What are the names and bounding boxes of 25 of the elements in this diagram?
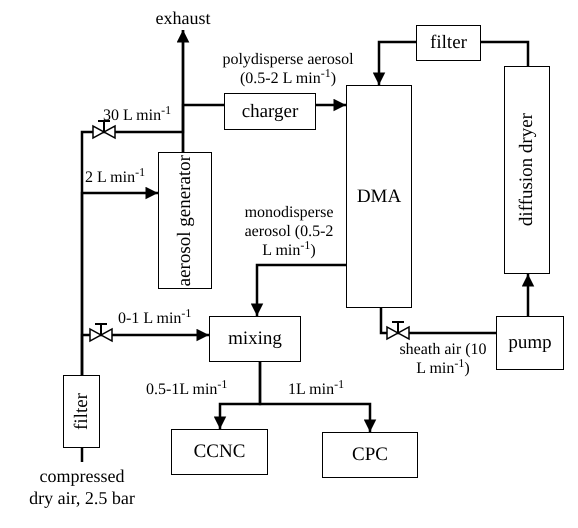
- process-box: diffusion dryer: [504, 66, 550, 274]
- edge-label: monodisperse aerosol (0.5-2 L min$^{-1}$): [244, 203, 334, 260]
- flow-arrow: [522, 274, 534, 316]
- process-box: CCNC: [171, 429, 268, 475]
- flow-arrow: [250, 264, 346, 316]
- edge-label: 2 L min$^{-1}$: [85, 168, 146, 187]
- edge-label: 0.5-1L min$^{-1}$: [146, 380, 228, 399]
- edge-label: polydisperse aerosol (0.5-2 L min$^{-1}$): [221, 50, 355, 88]
- inlet-label: compressed dry air, 2.5 bar: [27, 462, 137, 512]
- process-box: mixing: [209, 316, 301, 362]
- edge-label: 1L min$^{-1}$: [288, 380, 346, 399]
- process-box: filter: [416, 25, 481, 61]
- process-box: charger: [224, 93, 316, 130]
- process-box: DMA: [346, 85, 412, 308]
- edge-label: 30 L min$^{-1}$: [103, 106, 172, 125]
- edge-label: 0-1 L min$^{-1}$: [118, 309, 192, 328]
- process-box: aerosol generator: [158, 152, 212, 289]
- flow-arrow: [316, 98, 346, 112]
- process-box: pump: [496, 316, 564, 370]
- outlet-label: exhaust: [150, 6, 216, 30]
- flow-arrow: [258, 362, 376, 432]
- flow-arrow: [372, 40, 416, 85]
- process-box: CPC: [322, 432, 418, 478]
- edge-label: sheath air (10 L min$^{-1}$): [398, 340, 488, 378]
- process-box: filter: [63, 375, 100, 448]
